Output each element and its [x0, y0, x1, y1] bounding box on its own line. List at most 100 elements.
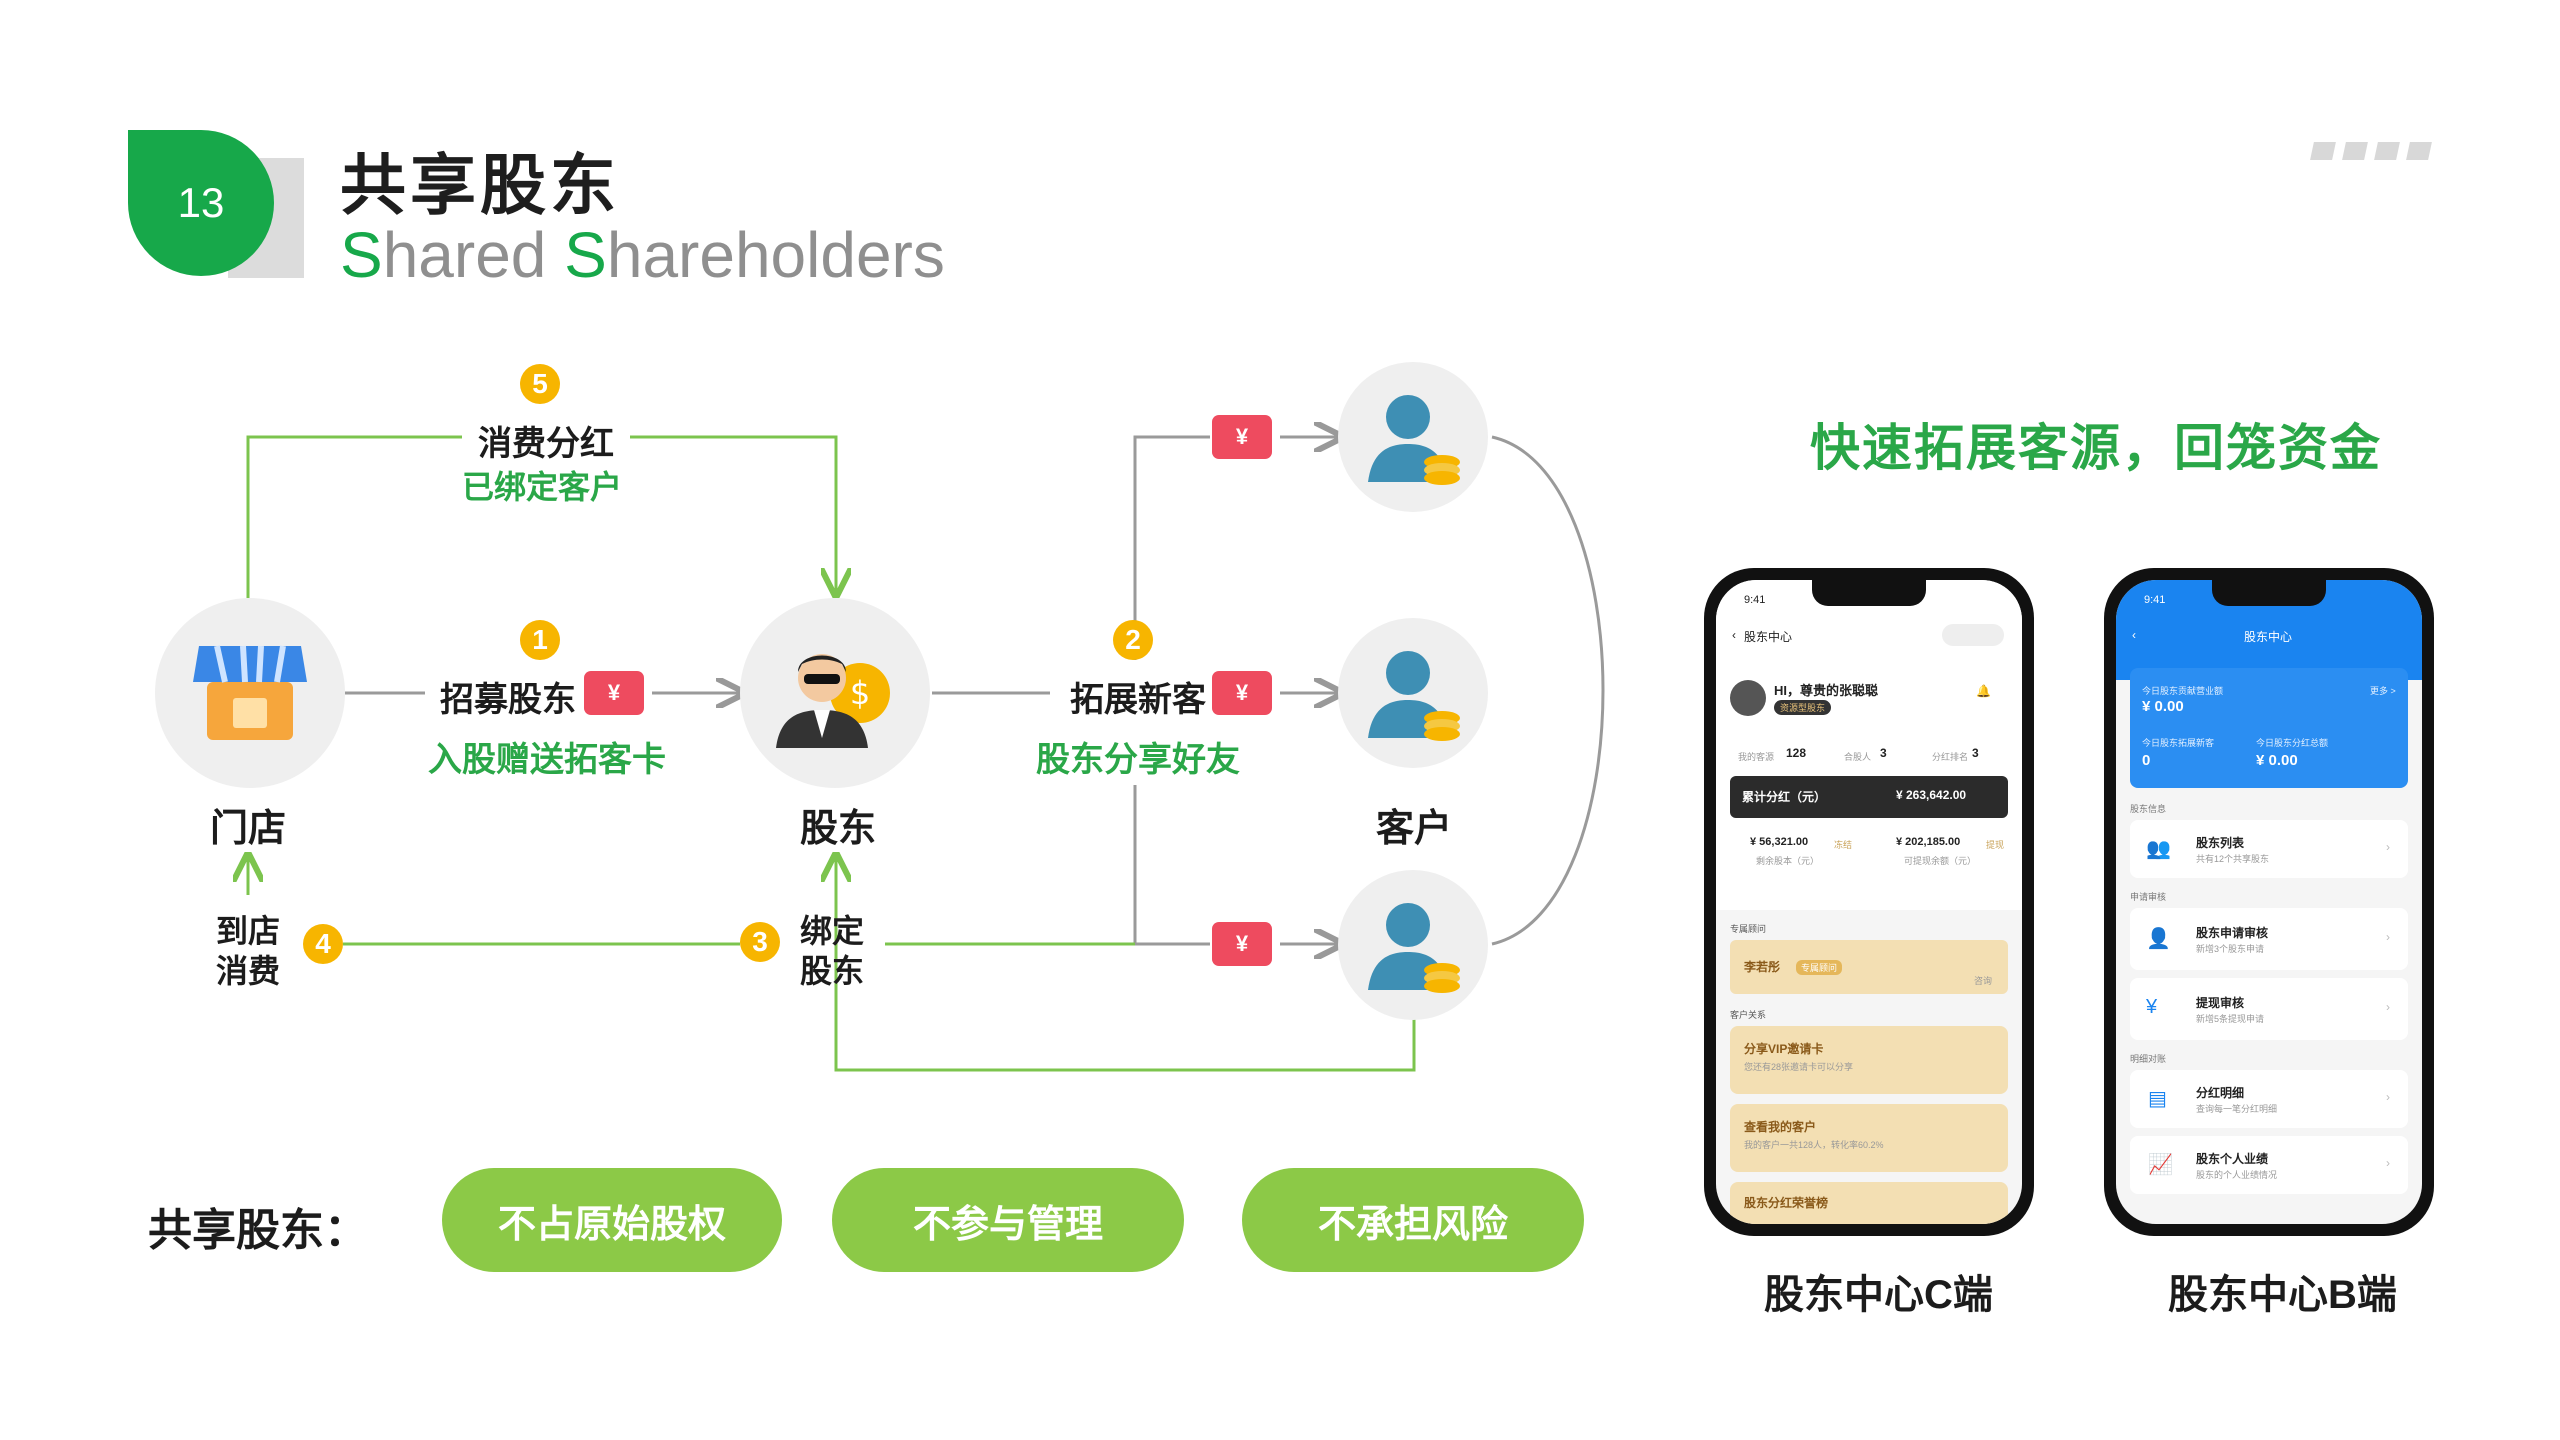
item-personal-performance[interactable] [2130, 1136, 2408, 1194]
item-title: 股东申请审核 [2196, 926, 2269, 940]
step2-subtitle: 股东分享好友 [1036, 741, 1240, 779]
line-step2-trunk [1133, 435, 1210, 660]
node-label-customer: 客户 [1376, 808, 1453, 850]
coupon-ticket-icon: ¥ [584, 671, 644, 715]
item-title: 股东个人业绩 [2196, 1152, 2269, 1166]
back-icon[interactable]: ‹ [1732, 628, 1736, 642]
item-title: 分红明细 [2196, 1086, 2245, 1100]
dividend-bar[interactable] [1730, 776, 2008, 818]
section-review: 申请审核 [2130, 892, 2167, 902]
coupon-ticket-icon: ¥ [1212, 922, 1272, 966]
user-check-icon: 👤 [2146, 928, 2171, 950]
item-withdraw-review[interactable] [2130, 978, 2408, 1040]
section-number-badge: 13 [128, 130, 274, 276]
stat-value: 128 [1786, 746, 1807, 760]
step2-number: 2 [1113, 620, 1153, 660]
step3-title-line2: 股东 [800, 953, 865, 989]
balance-label: 剩余股本（元） [1756, 856, 1820, 866]
summary-card [2130, 668, 2408, 788]
step1-subtitle: 入股赠送拓客卡 [428, 741, 666, 779]
step4-title-line1: 到店 [216, 913, 281, 949]
advisor-tag: 专属顾问 [1796, 960, 1843, 975]
subtitle-part-2: hareholders [606, 219, 945, 291]
summary-value: 0 [2142, 752, 2151, 769]
card-title: 分享VIP邀请卡 [1744, 1042, 1824, 1056]
card-my-customers[interactable] [1730, 1104, 2008, 1172]
page-title: 共享股东 [340, 148, 620, 222]
step5-number: 5 [520, 364, 560, 404]
chevron-right-icon: › [2386, 1156, 2390, 1170]
section-advisor: 专属顾问 [1730, 924, 1767, 934]
item-desc: 股东的个人业绩情况 [2196, 1170, 2278, 1180]
line-step5 [246, 435, 462, 598]
item-application-review[interactable] [2130, 908, 2408, 970]
yuan-circle-icon: ¥ [2146, 996, 2158, 1018]
step2-title: 拓展新客 [1070, 681, 1206, 719]
more-link[interactable]: 更多 > [2370, 686, 2396, 696]
chevron-right-icon: › [2386, 930, 2390, 944]
customer-with-coins-icon [1368, 395, 1460, 485]
section-number: 13 [177, 179, 225, 226]
step3-number: 3 [740, 922, 780, 962]
summary-label: 今日股东贡献营业额 [2142, 686, 2224, 696]
card-desc: 您还有28张邀请卡可以分享 [1744, 1062, 1854, 1072]
vip-tag: 资源型股东 [1774, 700, 1832, 715]
phone-b-mockup: 9:41 ‹ 股东中心 今日股东贡献营业额 更多 > ¥ 0.00 今日股东拓展… [2104, 568, 2434, 1236]
item-shareholder-list[interactable] [2130, 820, 2408, 878]
status-time: 9:41 [2144, 594, 2166, 606]
back-icon[interactable]: ‹ [2132, 628, 2136, 642]
summary-value: ¥ 0.00 [2256, 752, 2298, 769]
step3-title-line1: 绑定 [800, 913, 865, 949]
card-desc: 我的客户一共128人，转化率60.2% [1744, 1140, 1884, 1150]
balance-tag: 提现 [1986, 840, 2005, 850]
nav-title: 股东中心 [1744, 630, 1793, 644]
balance-value: ¥ 56,321.00 [1750, 836, 1809, 848]
card-share-vip[interactable] [1730, 1026, 2008, 1094]
balance-value: ¥ 202,185.00 [1896, 836, 1961, 848]
bell-icon[interactable]: 🔔 [1976, 684, 1991, 698]
item-dividend-detail[interactable] [2130, 1070, 2408, 1128]
coupon-ticket-icon: ¥ [1212, 415, 1272, 459]
balance-tag: 冻结 [1834, 840, 1853, 850]
customer-node-3 [1338, 870, 1488, 1020]
card-title: 查看我的客户 [1744, 1120, 1817, 1134]
summary-label: 今日股东分红总额 [2256, 738, 2329, 748]
section-detail: 明细对账 [2130, 1054, 2167, 1064]
advisor-name: 李若彤 [1744, 960, 1781, 974]
card-honor-board[interactable] [1730, 1182, 2008, 1224]
phone-c-mockup: 9:41 ‹ 股东中心 HI，尊贵的张聪聪 资源型股东 🔔 我的客源 128 合… [1704, 568, 2034, 1236]
step4-number: 4 [303, 924, 343, 964]
shop-icon [193, 645, 307, 740]
advisor-action[interactable]: 咨询 [1974, 976, 1993, 986]
store-node [155, 598, 345, 788]
item-desc: 查询每一笔分红明细 [2196, 1104, 2278, 1114]
greeting: HI，尊贵的张聪聪 [1774, 683, 1879, 698]
phone-b-screen: 9:41 ‹ 股东中心 今日股东贡献营业额 更多 > ¥ 0.00 今日股东拓展… [2116, 580, 2422, 1224]
card-title: 股东分红荣誉榜 [1744, 1196, 1829, 1210]
stat-label: 合股人 [1844, 752, 1872, 762]
svg-text:$: $ [850, 674, 870, 712]
phone-b-caption: 股东中心B端 [2168, 1273, 2397, 1317]
page-subtitle: Shared Shareholders [340, 218, 945, 292]
pill-no-equity: 不占原始股权 [442, 1168, 782, 1272]
subtitle-initial-2: S [564, 219, 607, 291]
summary-label: 今日股东拓展新客 [2142, 738, 2215, 748]
phone-c-caption: 股东中心C端 [1764, 1273, 1993, 1317]
step5-title: 消费分红 [478, 425, 614, 463]
nav-title: 股东中心 [2244, 630, 2293, 644]
chevron-right-icon: › [2386, 1090, 2390, 1104]
step5-subtitle: 已绑定客户 [462, 469, 623, 505]
avatar [1730, 680, 1766, 716]
miniapp-capsule[interactable] [1942, 624, 2004, 646]
summary-label: 共享股东： [148, 1206, 368, 1255]
advisor-card[interactable] [1730, 940, 2008, 994]
customer-node-2 [1338, 618, 1488, 768]
item-title: 股东列表 [2196, 836, 2245, 850]
status-time: 9:41 [1744, 594, 1766, 606]
node-label-shareholder: 股东 [800, 808, 877, 850]
customer-with-coins-icon [1368, 651, 1460, 741]
stat-label: 我的客源 [1738, 752, 1775, 762]
node-label-store: 门店 [210, 808, 287, 850]
item-title: 提现审核 [2196, 996, 2245, 1010]
